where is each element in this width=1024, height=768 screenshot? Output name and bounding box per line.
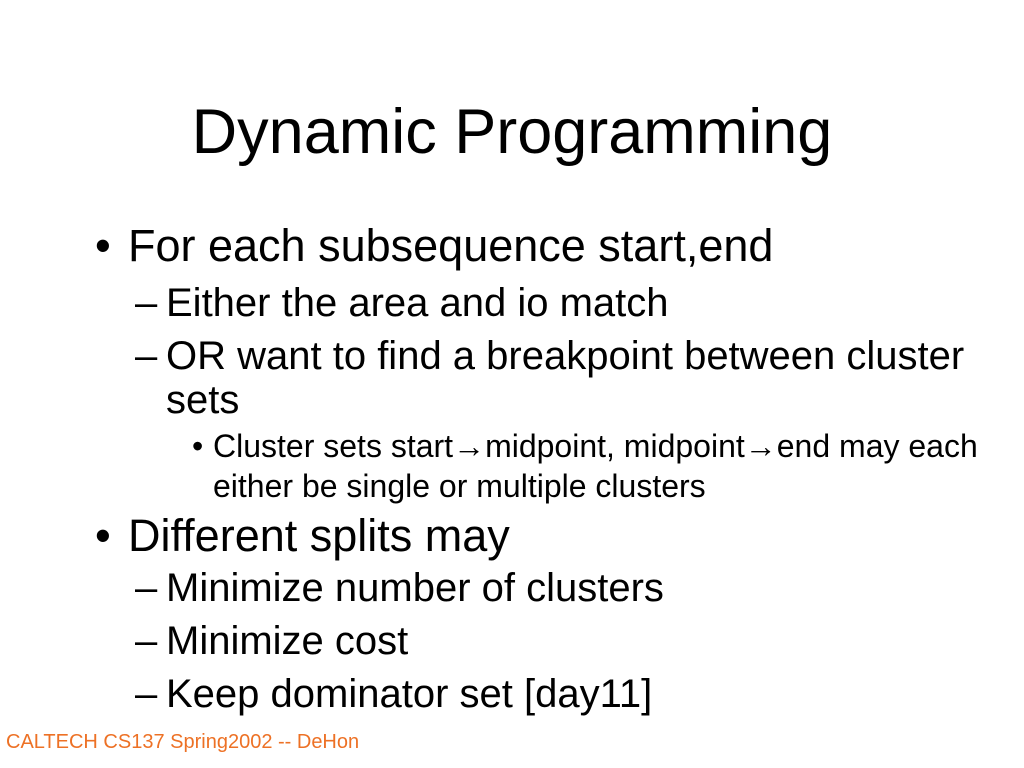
bullet-dot-icon: • xyxy=(95,220,111,271)
bullet-item-level2: – Minimize number of clusters xyxy=(0,566,1010,610)
bullet-text: OR want to find a breakpoint between clu… xyxy=(166,334,965,422)
bullet-dash-icon: – xyxy=(135,566,158,610)
bullet-dash-icon: – xyxy=(135,619,158,663)
bullet-text: Cluster sets start→midpoint, midpoint→en… xyxy=(213,428,978,504)
bullet-dot-icon: • xyxy=(95,510,111,561)
slide-title: Dynamic Programming xyxy=(191,97,833,167)
bullet-item-level2: – OR want to find a breakpoint between c… xyxy=(0,334,1010,422)
bullet-text: Different splits may xyxy=(128,510,510,561)
bullet-item-level1: • Different splits may xyxy=(0,511,1010,561)
bullet-dot-icon: • xyxy=(192,428,204,464)
bullet-dash-icon: – xyxy=(135,281,158,325)
bullet-item-level2: – Keep dominator set [day11] xyxy=(0,672,1010,716)
bullet-dash-icon: – xyxy=(135,672,158,716)
bullet-text: Minimize cost xyxy=(166,619,409,663)
bullet-text: For each subsequence start,end xyxy=(128,220,774,271)
slide-footer-credit: CALTECH CS137 Spring2002 -- DeHon xyxy=(6,731,360,753)
bullet-item-level3: • Cluster sets start→midpoint, midpoint→… xyxy=(0,426,1010,506)
bullet-item-level2: – Either the area and io match xyxy=(0,281,1010,325)
bullet-dash-icon: – xyxy=(135,334,158,378)
bullet-text: Keep dominator set [day11] xyxy=(166,672,653,716)
bullet-text: Minimize number of clusters xyxy=(166,566,664,610)
bullet-item-level2: – Minimize cost xyxy=(0,619,1010,663)
slide-body: • For each subsequence start,end – Eithe… xyxy=(0,221,1010,717)
bullet-text: Either the area and io match xyxy=(166,281,669,325)
bullet-item-level1: • For each subsequence start,end xyxy=(0,221,1010,271)
